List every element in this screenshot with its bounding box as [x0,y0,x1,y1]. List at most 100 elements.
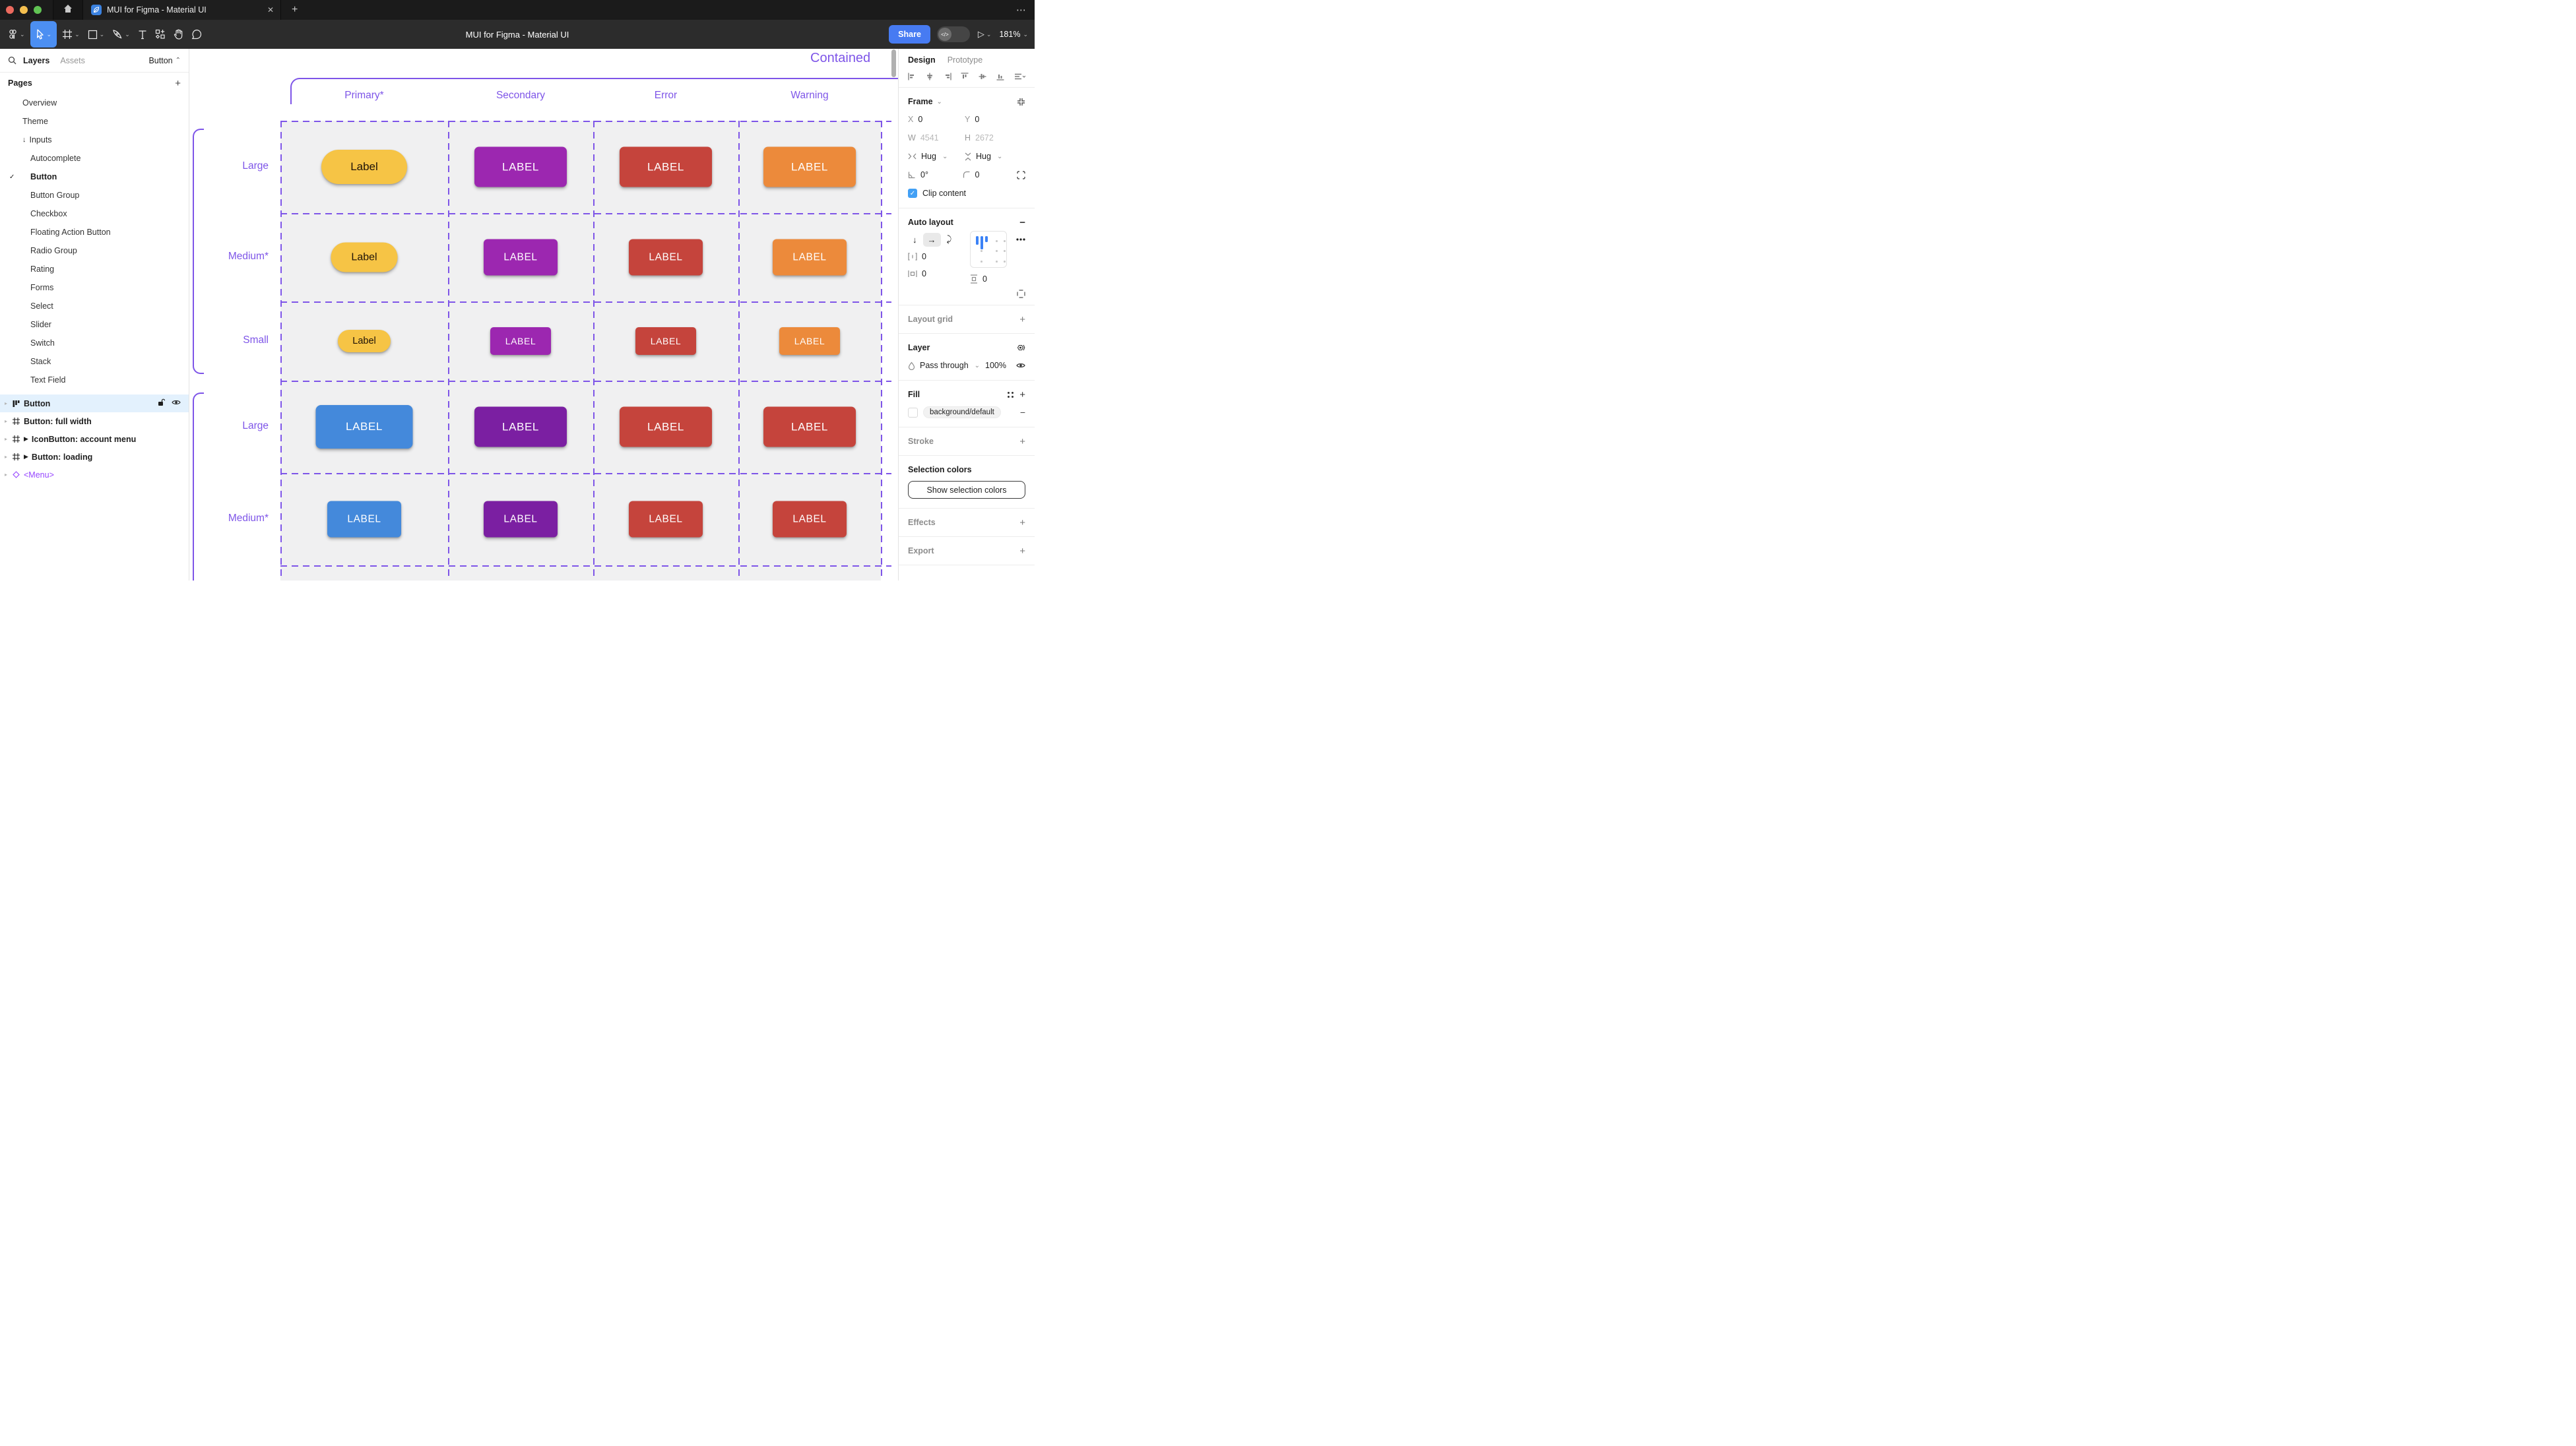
page-item-overview[interactable]: Overview [0,94,189,112]
remove-auto-layout-button[interactable]: − [1019,216,1025,228]
canvas-button-error-medium-s1[interactable]: LABEL [629,239,703,276]
page-item-stack[interactable]: Stack [0,352,189,371]
distribute-icon[interactable] [1014,73,1025,80]
chevron-down-icon[interactable]: ⌄ [936,98,942,106]
page-item-text-field[interactable]: Text Field [0,371,189,389]
show-selection-colors-button[interactable]: Show selection colors [908,481,1025,499]
remove-fill-button[interactable]: − [1019,407,1025,418]
canvas-button-secondary-small-s1[interactable]: LABEL [490,327,551,355]
tab-design[interactable]: Design [908,55,936,65]
y-input[interactable]: 0 [975,115,980,124]
canvas-button-secondary-large-s1[interactable]: LABEL [474,146,567,187]
disclosure-icon[interactable]: ▸ [5,454,8,460]
canvas-button-warning-medium-s1[interactable]: LABEL [773,239,847,276]
clip-content-checkbox[interactable]: ✓ [908,189,917,198]
hug-vertical-select[interactable]: Hug [976,152,991,161]
layer-item-button[interactable]: ▸Button [0,394,189,412]
fill-color-swatch[interactable] [908,407,918,418]
present-button[interactable]: ▷⌄ [977,29,992,39]
canvas-button-error-small-s1[interactable]: LABEL [635,327,696,355]
canvas-button-error-large-s1[interactable]: LABEL [620,146,712,187]
canvas-button-primary-small-s1[interactable]: Label [338,330,391,352]
align-v-center-icon[interactable] [979,73,986,80]
window-menu-icon[interactable]: ⋯ [1016,5,1027,16]
independent-corners-icon[interactable] [1017,170,1025,179]
canvas-button-secondary-medium-s1[interactable]: LABEL [484,239,558,276]
page-item-floating-action-button[interactable]: Floating Action Button [0,223,189,241]
minimize-window-button[interactable] [20,6,28,14]
align-h-center-icon[interactable] [926,73,934,80]
tab-assets[interactable]: Assets [60,55,85,65]
page-item-button[interactable]: ✓Button [0,168,189,186]
page-item-theme[interactable]: Theme [0,112,189,131]
canvas-button-warning-medium-s2[interactable]: LABEL [773,501,847,538]
canvas-button-warning-small-s1[interactable]: LABEL [779,327,840,355]
canvas-button-primary-medium-s1[interactable]: Label [331,242,398,272]
layer-item-iconbutton-account-menu[interactable]: ▸▶IconButton: account menu [0,430,189,448]
auto-layout-align-matrix[interactable] [970,231,1007,268]
page-item-select[interactable]: Select [0,297,189,315]
tab-prototype[interactable]: Prototype [947,55,983,65]
zoom-menu[interactable]: 181%⌄ [999,30,1028,39]
x-input[interactable]: 0 [918,115,923,124]
share-button[interactable]: Share [889,25,930,44]
main-menu-button[interactable]: ⌄ [4,22,29,47]
visibility-icon[interactable] [1016,362,1025,369]
add-fill-button[interactable]: + [1019,389,1025,400]
auto-layout-more-icon[interactable] [1016,234,1025,243]
flow-vertical-button[interactable]: ↓ [913,234,917,245]
hand-tool-button[interactable] [170,22,187,47]
add-page-button[interactable]: + [175,77,181,89]
home-tab-button[interactable] [53,0,83,20]
canvas-button-error-large-s2[interactable]: LABEL [620,406,712,447]
individual-padding-icon[interactable] [1017,289,1025,298]
blend-mode-icon[interactable] [1015,343,1025,352]
text-tool-button[interactable] [134,22,151,47]
add-layout-grid-button[interactable]: + [1019,313,1025,325]
dev-mode-toggle[interactable]: </> [936,26,970,42]
resources-tool-button[interactable] [151,22,170,47]
canvas-button-secondary-large-s2[interactable]: LABEL [474,406,567,447]
align-left-icon[interactable] [908,73,916,80]
vertical-padding-input[interactable]: 0 [982,274,987,284]
canvas-button-primary-medium-s2[interactable]: LABEL [327,501,401,538]
add-stroke-button[interactable]: + [1019,435,1025,447]
page-item-checkbox[interactable]: Checkbox [0,204,189,223]
move-tool-button[interactable]: ⌄ [30,21,57,47]
page-item-slider[interactable]: Slider [0,315,189,334]
flow-wrap-button[interactable]: ⤸ [946,234,952,244]
page-item-rating[interactable]: Rating [0,260,189,278]
canvas-button-error-medium-s2[interactable]: LABEL [629,501,703,538]
disclosure-icon[interactable]: ▸ [5,472,8,478]
canvas-button-primary-large-s1[interactable]: Label [321,150,407,184]
frame-tool-button[interactable]: ⌄ [58,22,84,47]
opacity-input[interactable]: 100% [985,361,1006,370]
page-item-radio-group[interactable]: Radio Group [0,241,189,260]
gap-input[interactable]: 0 [922,252,926,261]
align-top-icon[interactable] [961,73,969,80]
new-tab-button[interactable]: + [292,4,298,15]
zoom-window-button[interactable] [34,6,42,14]
hug-horizontal-select[interactable]: Hug [921,152,936,161]
page-item-inputs[interactable]: ↓Inputs [0,131,189,149]
fill-style-token[interactable]: background/default [923,406,1001,418]
page-item-forms[interactable]: Forms [0,278,189,297]
align-bottom-icon[interactable] [996,73,1004,80]
horizontal-padding-input[interactable]: 0 [922,269,926,278]
layer-item-button-full-width[interactable]: ▸Button: full width [0,412,189,430]
close-window-button[interactable] [6,6,14,14]
canvas-button-primary-large-s2[interactable]: LABEL [315,405,413,449]
rotation-input[interactable]: 0° [920,170,928,179]
canvas-button-warning-large-s1[interactable]: LABEL [763,146,856,187]
add-effect-button[interactable]: + [1019,517,1025,528]
collapse-panel-icon[interactable] [1017,98,1025,106]
visible-icon[interactable] [172,398,181,408]
tab-layers[interactable]: Layers [23,55,50,65]
width-input[interactable]: 4541 [920,133,939,142]
blend-mode-select[interactable]: Pass through [920,361,969,370]
height-input[interactable]: 2672 [975,133,994,142]
disclosure-icon[interactable]: ▸ [5,400,8,406]
layer-item-button-loading[interactable]: ▸▶Button: loading [0,448,189,466]
search-icon[interactable] [8,56,16,65]
page-item-button-group[interactable]: Button Group [0,186,189,204]
